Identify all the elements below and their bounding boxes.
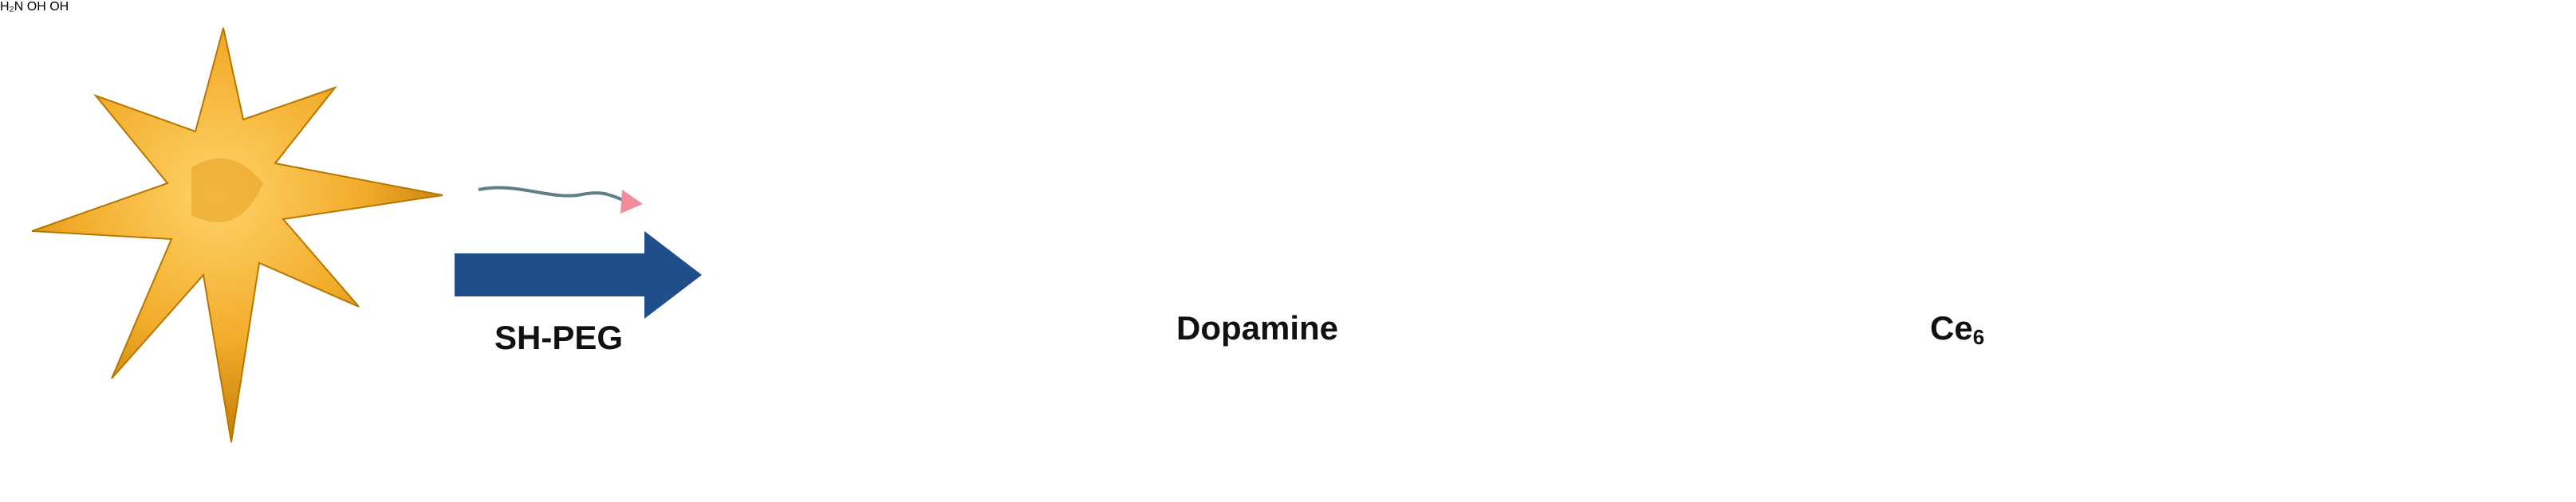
dopamine-hydroxyl-top-label: OH bbox=[26, 0, 46, 14]
dopamine-amine-label: H₂N bbox=[0, 0, 24, 14]
step-2-label-text: Dopamine bbox=[1176, 309, 1339, 347]
peg-strand-icon bbox=[478, 186, 643, 214]
step-1-label-text: SH-PEG bbox=[494, 319, 624, 356]
step-3-label-text: Ce bbox=[1930, 309, 1973, 347]
step-3-label: Ce6 bbox=[1930, 309, 1984, 350]
arrow-step-1 bbox=[455, 231, 702, 319]
step-3-label-sub: 6 bbox=[1972, 325, 1985, 349]
step-1-label: SH-PEG bbox=[494, 319, 623, 359]
gold-star-body bbox=[31, 27, 443, 443]
gold-nanostar bbox=[31, 27, 443, 443]
dopamine-hydroxyl-bottom-label: OH bbox=[49, 0, 69, 14]
step-2-label: Dopamine bbox=[1176, 309, 1338, 350]
